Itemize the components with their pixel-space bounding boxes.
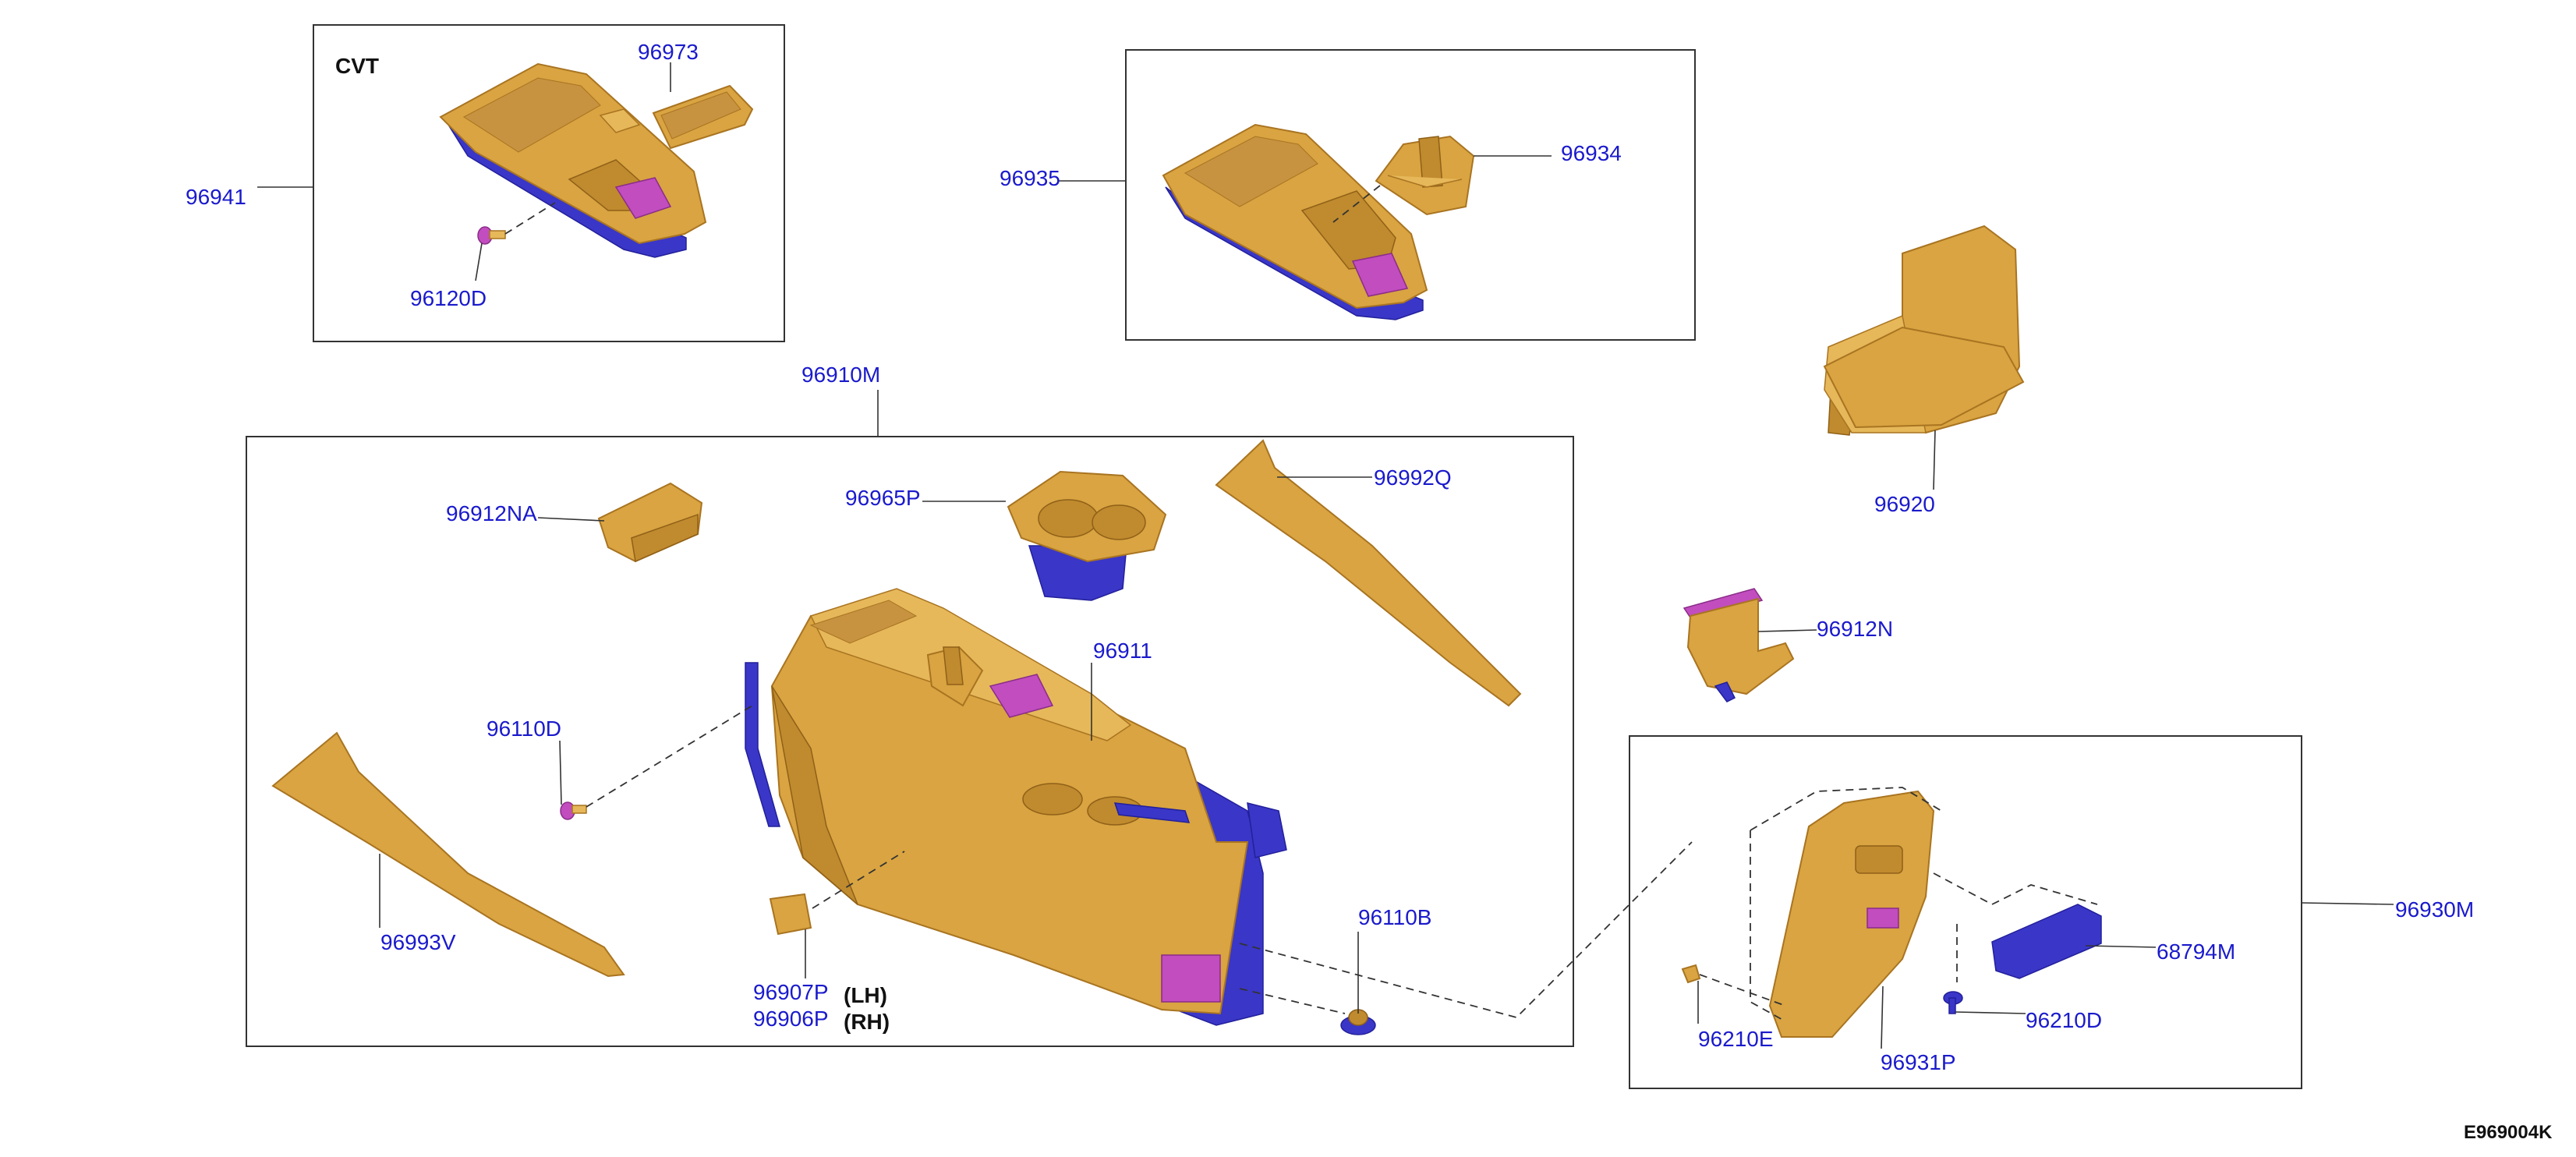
- part-number-96210D: 96210D: [2026, 1008, 2102, 1032]
- cup-holder-96965P: [1007, 470, 1167, 601]
- dash-console-to-rear: [1239, 841, 1693, 1019]
- cvt-kit-frame: [313, 24, 785, 342]
- armrest-lid-96920: [1823, 225, 2025, 436]
- part-number-96110D: 96110D: [487, 716, 561, 741]
- part-number-96941: 96941: [186, 185, 246, 209]
- part-number-96120D: 96120D: [410, 286, 487, 310]
- dash-rear-box-a: [1750, 787, 1942, 831]
- console-body-96911: [745, 588, 1287, 1026]
- dash-rear-box-c: [1699, 974, 1786, 1007]
- rh-label: (RH): [844, 1010, 890, 1034]
- bracket-96912N: [1683, 588, 1795, 702]
- cvt-label: CVT: [335, 54, 379, 78]
- part-number-96210E: 96210E: [1698, 1027, 1774, 1051]
- grommet-96110B: [1340, 1009, 1376, 1035]
- part-number-96993V: 96993V: [380, 930, 456, 954]
- dash-rear-vent: [1933, 872, 2098, 906]
- dash-96120D: [504, 202, 556, 235]
- cvt-shifter-panel: [439, 62, 707, 258]
- part-number-96930M: 96930M: [2395, 897, 2474, 922]
- clip-96210D: [1943, 991, 1963, 1014]
- console-assembly-frame: [246, 436, 1574, 1047]
- rear-finisher-96931P: [1768, 790, 1935, 1038]
- clip-96110D: [560, 801, 587, 820]
- vent-68794M: [1991, 904, 2102, 979]
- part-number-96907P: 96907P: [753, 980, 829, 1004]
- side-finisher-96992Q: [1215, 439, 1522, 707]
- part-number-96973: 96973: [638, 40, 699, 64]
- part-number-96992Q: 96992Q: [1374, 465, 1452, 490]
- mt-shifter-panel: [1162, 123, 1428, 320]
- side-finisher-96993V: [271, 731, 625, 978]
- part-number-96906P: 96906P: [753, 1007, 829, 1031]
- clip-96210E: [1681, 964, 1701, 984]
- figure-code: E969004K: [2464, 1122, 2553, 1143]
- part-number-96935: 96935: [1000, 166, 1060, 190]
- part-number-96910M: 96910M: [801, 363, 880, 387]
- dash-rear-box-b: [1750, 830, 1786, 1022]
- dash-96110B: [1239, 988, 1346, 1014]
- part-number-96912N: 96912N: [1817, 617, 1893, 641]
- clip-96120D: [477, 226, 506, 245]
- console-end-96912NA: [597, 482, 703, 563]
- part-number-96934: 96934: [1561, 141, 1622, 165]
- lh-label: (LH): [844, 983, 887, 1007]
- dash-96934: [1332, 185, 1381, 223]
- part-number-68794M: 68794M: [2157, 939, 2235, 964]
- part-number-96110B: 96110B: [1358, 905, 1431, 929]
- rear-kit-frame: [1629, 735, 2302, 1089]
- cover-96907P: [769, 893, 812, 936]
- part-number-96920: 96920: [1874, 492, 1935, 516]
- dash-96907P: [812, 851, 905, 909]
- leader-lines: [257, 62, 2394, 1049]
- part-number-96911: 96911: [1093, 639, 1152, 663]
- part-number-96965P: 96965P: [845, 486, 921, 510]
- shift-boot-96934: [1375, 135, 1475, 216]
- part-number-96912NA: 96912NA: [446, 501, 537, 525]
- part-number-96931P: 96931P: [1881, 1050, 1956, 1074]
- mt-kit-frame: [1125, 49, 1696, 341]
- dash-96110D: [586, 705, 753, 808]
- cvt-finisher-96973: [652, 84, 754, 150]
